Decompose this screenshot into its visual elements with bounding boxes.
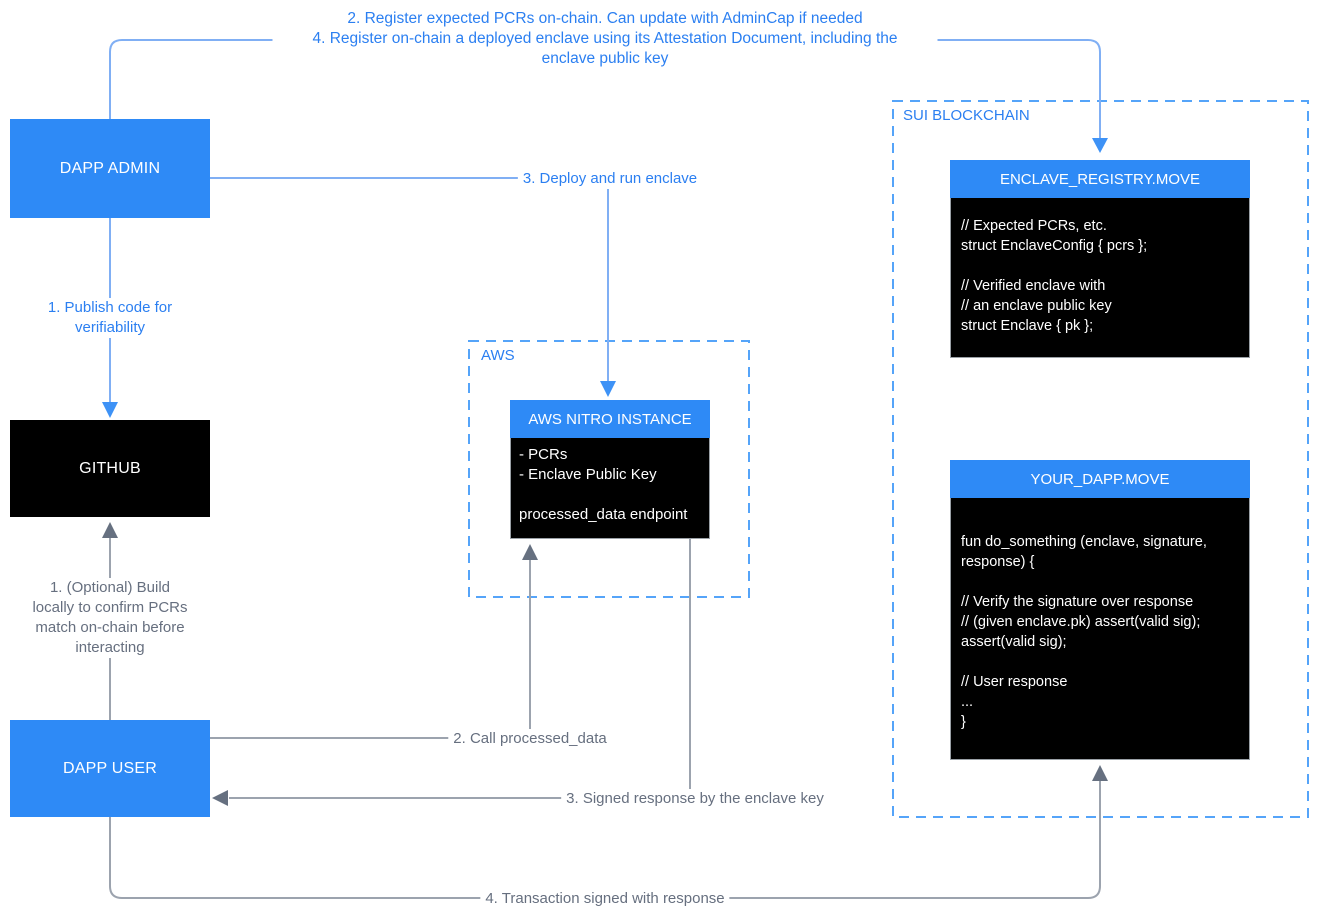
edge-label-register-pcrs: 2. Register expected PCRs on-chain. Can …	[272, 9, 938, 69]
node-dapp-user: DAPP USER	[10, 720, 210, 817]
edge-label-optional-build: 1. (Optional) Build locally to confirm P…	[7, 578, 213, 658]
arrowhead-up-aws-nitro-icon	[522, 544, 538, 560]
github-label: GITHUB	[79, 459, 141, 477]
sui-blockchain-group-label: SUI BLOCKCHAIN	[903, 107, 1030, 124]
node-github: GITHUB	[10, 420, 210, 517]
edge-register-left-line	[109, 39, 290, 119]
edge-label-transaction-signed: 4. Transaction signed with response	[480, 889, 730, 909]
your-dapp-body: fun do_something (enclave, signature, re…	[950, 498, 1250, 760]
enclave-registry-body: // Expected PCRs, etc. struct EnclaveCon…	[950, 198, 1250, 358]
arrowhead-up-github-icon	[102, 522, 118, 538]
edge-label-publish-code: 1. Publish code for verifiability	[20, 298, 200, 338]
arrowhead-down-aws-nitro-icon	[600, 381, 616, 397]
arrowhead-left-dapp-user-icon	[212, 790, 228, 806]
edge-label-signed-response: 3. Signed response by the enclave key	[561, 789, 829, 809]
node-enclave-registry: ENCLAVE_REGISTRY.MOVE // Expected PCRs, …	[950, 160, 1250, 358]
edge-deploy-line	[210, 177, 609, 382]
enclave-registry-title: ENCLAVE_REGISTRY.MOVE	[950, 160, 1250, 198]
aws-nitro-title: AWS NITRO INSTANCE	[510, 400, 710, 438]
arrowhead-down-enclave-registry-icon	[1092, 138, 1108, 153]
your-dapp-title: YOUR_DAPP.MOVE	[950, 460, 1250, 498]
edge-register-right-line	[920, 39, 1101, 139]
node-aws-nitro-instance: AWS NITRO INSTANCE - PCRs - Enclave Publ…	[510, 400, 710, 539]
node-your-dapp: YOUR_DAPP.MOVE fun do_something (enclave…	[950, 460, 1250, 760]
arrowhead-down-github-icon	[102, 402, 118, 418]
edge-call-processed-data-line	[210, 559, 531, 739]
node-dapp-admin: DAPP ADMIN	[10, 119, 210, 218]
dapp-admin-label: DAPP ADMIN	[59, 159, 161, 177]
edge-label-call-processed-data: 2. Call processed_data	[448, 729, 612, 749]
arrowhead-up-your-dapp-icon	[1092, 765, 1108, 781]
aws-group-label: AWS	[481, 347, 515, 364]
edge-signed-response-line	[229, 539, 691, 799]
edge-label-deploy-enclave: 3. Deploy and run enclave	[517, 169, 703, 189]
aws-nitro-body: - PCRs - Enclave Public Key processed_da…	[510, 438, 710, 539]
dapp-user-label: DAPP USER	[63, 759, 157, 777]
